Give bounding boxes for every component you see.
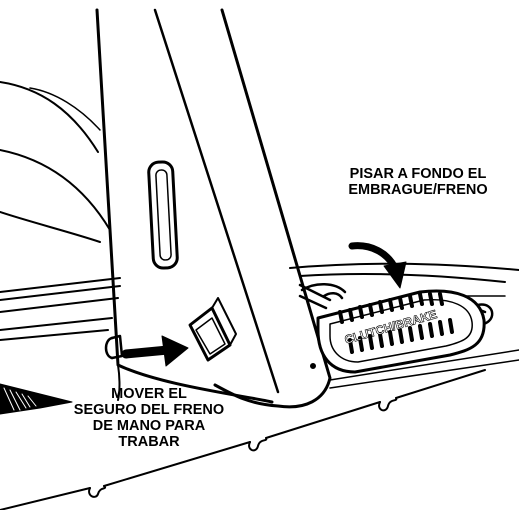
pedal-callout: PISAR A FONDO EL EMBRAGUE/FRENO bbox=[323, 166, 513, 198]
lock-lever-arrow bbox=[121, 335, 189, 367]
label-pointer-arrow bbox=[0, 383, 73, 415]
seat-support-panel bbox=[95, 8, 332, 409]
parking-lock-callout-line-4: TRABAR bbox=[118, 434, 180, 450]
parking-lock-callout-line-3: DE MANO PARA bbox=[92, 418, 206, 434]
parking-lock-callout: MOVER EL SEGURO DEL FRENO DE MANO PARA T… bbox=[54, 386, 244, 450]
clutch-brake-pedal bbox=[316, 289, 486, 374]
panel-slot bbox=[147, 160, 179, 270]
pedal-arrow bbox=[348, 242, 407, 289]
pedal-callout-line-1: PISAR A FONDO EL bbox=[349, 166, 487, 182]
panel-bolt bbox=[310, 363, 316, 369]
footrest-rails bbox=[0, 277, 121, 341]
parking-lock-callout-line-2: SEGURO DEL FRENO bbox=[73, 402, 225, 418]
pedal-linkage bbox=[298, 283, 347, 310]
platform-lines bbox=[289, 262, 519, 389]
parking-lock-callout-line-1: MOVER EL bbox=[111, 386, 187, 402]
pedal-callout-line-2: EMBRAGUE/FRENO bbox=[348, 182, 488, 198]
pivot-bolt bbox=[104, 334, 124, 360]
parking-brake-lock-lever bbox=[188, 297, 237, 362]
fender-curves bbox=[0, 81, 111, 243]
ground-break-line bbox=[0, 369, 486, 511]
